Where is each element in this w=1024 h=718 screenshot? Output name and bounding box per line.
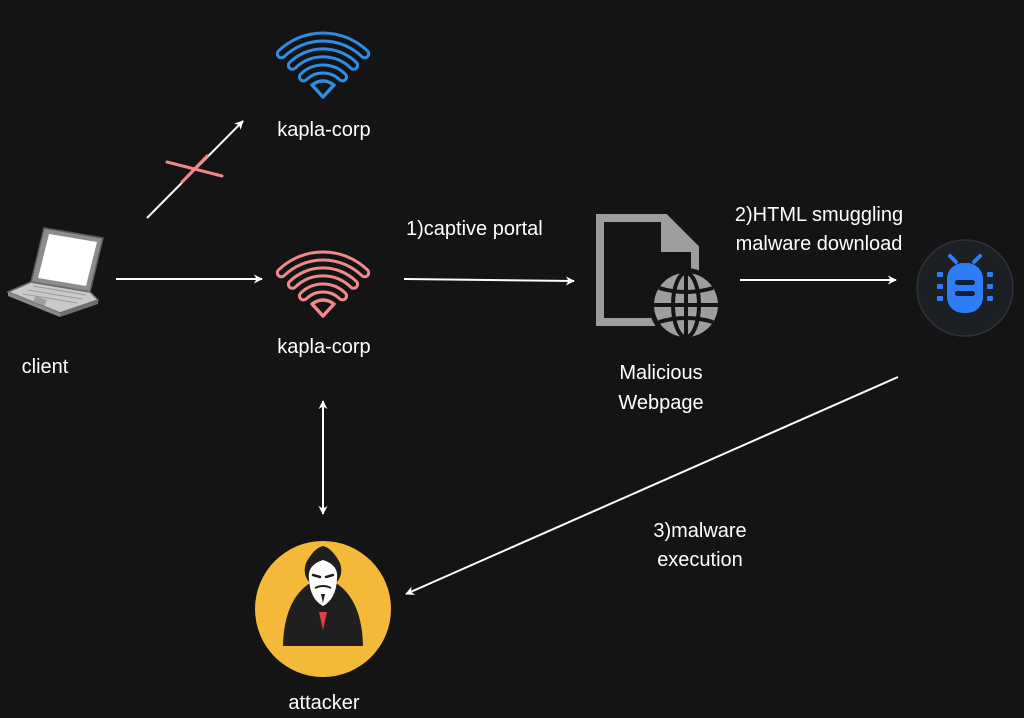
rogue-wifi-icon [275, 250, 371, 318]
webpage-label-line2: Webpage [618, 392, 704, 414]
legit-wifi-icon [275, 31, 371, 99]
hacker-mask-icon [255, 541, 391, 677]
wifi-arc [289, 269, 357, 287]
webpage-label-line1: Malicious [619, 362, 703, 384]
malware-execution-label-line2: execution [657, 549, 743, 571]
rogue-wifi-label: kapla-corp [277, 336, 371, 358]
wifi-arc [289, 50, 357, 68]
laptop-icon [6, 227, 104, 317]
wifi-arc [301, 66, 345, 80]
captive-portal-label: 1)captive portal [406, 218, 543, 240]
wifi-arc [278, 34, 368, 57]
wifi-arc [301, 285, 345, 299]
client-label: client [21, 356, 69, 378]
wifi-arc [278, 253, 368, 276]
attacker-label: attacker [288, 692, 360, 714]
wifi-tip [310, 79, 336, 99]
arrow-malware-execution [405, 376, 899, 595]
document-globe-icon [596, 214, 723, 342]
arrow-captive-portal [403, 276, 575, 286]
malware-execution-label-line1: 3)malware [653, 520, 747, 542]
wifi-tip [310, 298, 336, 318]
bug-icon [916, 239, 1014, 337]
html-smuggling-label-line1: 2)HTML smuggling [734, 204, 904, 226]
html-smuggling-label-line2: malware download [735, 233, 903, 255]
legit-wifi-label: kapla-corp [277, 119, 371, 141]
blocked-x-icon [165, 154, 224, 184]
